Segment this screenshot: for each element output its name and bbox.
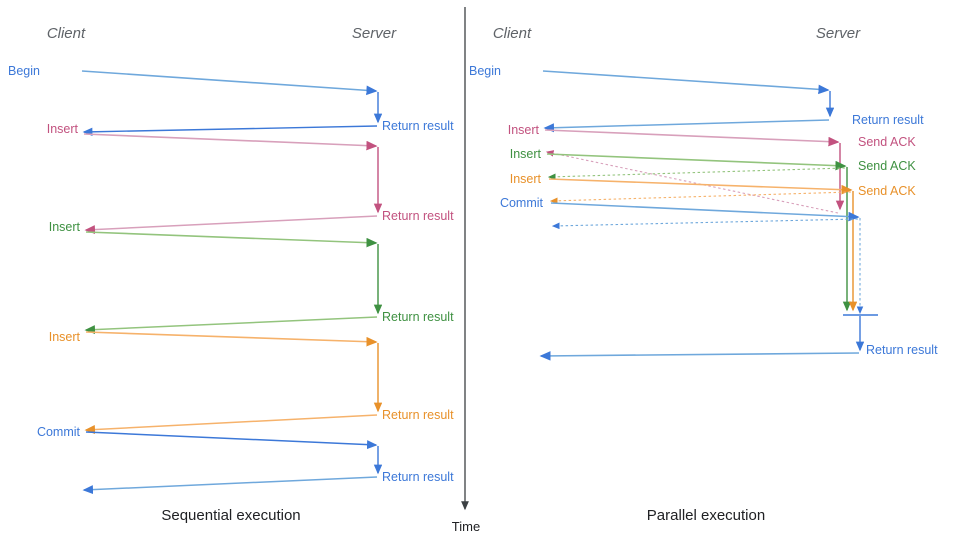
client-label-begin-2: Begin xyxy=(469,64,501,78)
client-label-insert-3-2: Insert xyxy=(510,172,542,186)
client-label-insert-3: Insert xyxy=(49,330,81,344)
server-label-ack-2: Send ACK xyxy=(858,159,916,173)
server-label-return-2: Return result xyxy=(382,209,454,223)
lane-title-client-2: Client xyxy=(493,25,532,42)
client-label-insert-2-2: Insert xyxy=(510,147,542,161)
panel-parallel: Client Server Begin Return result Insert… xyxy=(469,25,938,524)
panel-sequential: Client Server Begin Return result Insert… xyxy=(8,25,454,524)
panel-caption-parallel: Parallel execution xyxy=(647,507,765,524)
message-begin-2 xyxy=(542,70,835,133)
lane-title-server: Server xyxy=(352,25,397,42)
client-label-commit-2: Commit xyxy=(500,196,544,210)
message-insert-pink-2 xyxy=(544,129,845,214)
message-insert-orange-2 xyxy=(548,178,858,312)
message-insert-green xyxy=(84,231,383,335)
server-label-return-3: Return result xyxy=(382,310,454,324)
lane-title-client: Client xyxy=(47,25,86,42)
panel-caption-sequential: Sequential execution xyxy=(161,507,300,524)
time-axis: Time xyxy=(452,7,480,534)
client-label-begin: Begin xyxy=(8,64,40,78)
server-label-ack-3: Send ACK xyxy=(858,184,916,198)
server-label-return-5: Return result xyxy=(382,470,454,484)
message-insert-green-2 xyxy=(546,153,852,312)
client-label-commit: Commit xyxy=(37,425,81,439)
server-label-ack-1: Send ACK xyxy=(858,135,916,149)
lane-title-server-2: Server xyxy=(816,25,861,42)
time-axis-label: Time xyxy=(452,519,480,534)
message-insert-pink xyxy=(83,133,383,235)
message-begin xyxy=(81,70,383,137)
client-label-insert-1: Insert xyxy=(47,122,79,136)
client-label-insert-2: Insert xyxy=(49,220,81,234)
client-label-insert-1-2: Insert xyxy=(508,123,540,137)
server-label-return-final: Return result xyxy=(866,343,938,357)
message-commit xyxy=(82,431,383,495)
server-label-return-4: Return result xyxy=(382,408,454,422)
server-label-return-1-2: Return result xyxy=(852,113,924,127)
message-commit-2 xyxy=(539,202,878,361)
server-label-return-1: Return result xyxy=(382,119,454,133)
message-insert-orange xyxy=(84,331,383,435)
